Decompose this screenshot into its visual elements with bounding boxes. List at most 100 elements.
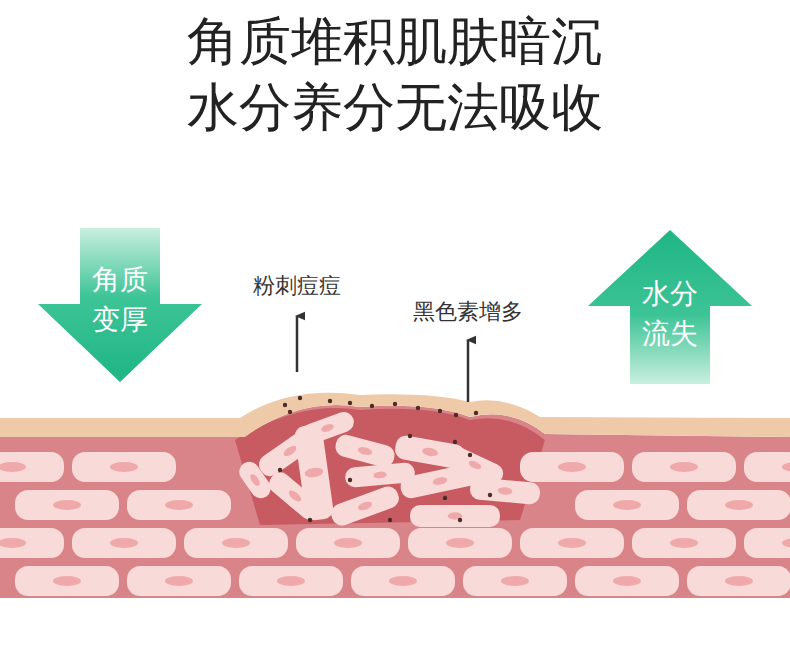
cell-nucleus — [421, 447, 438, 458]
cell-nucleus — [165, 576, 193, 586]
cell-nucleus — [501, 576, 529, 586]
skin-cell — [298, 409, 357, 447]
callout-label: 粉刺痘痘 — [251, 272, 343, 300]
cell-nucleus — [446, 538, 474, 548]
cell-nucleus — [248, 473, 261, 488]
skin-cell — [15, 566, 119, 596]
jumbled-cell — [328, 484, 401, 529]
jumbled-cell — [333, 433, 397, 470]
cell-nucleus — [222, 538, 250, 548]
skin-cell — [296, 528, 400, 558]
cell-nucleus — [468, 459, 483, 471]
skin-cell — [520, 452, 624, 482]
leader-arrow — [467, 340, 470, 402]
melanin-dot — [468, 453, 472, 457]
cell-nucleus — [110, 462, 138, 472]
skin-cell — [72, 528, 176, 558]
cell-nucleus — [725, 500, 753, 510]
skin-cell — [15, 490, 119, 520]
skin-cell — [463, 566, 567, 596]
down-arrow — [38, 228, 202, 382]
cell-nucleus — [0, 462, 26, 472]
melanin-dot — [454, 413, 458, 417]
melanin-dot — [370, 404, 374, 408]
melanin-dot — [348, 478, 352, 482]
melanin-dot — [298, 396, 302, 400]
skin-cell — [575, 566, 679, 596]
skin-cell — [0, 452, 64, 482]
skin-cell — [265, 468, 325, 523]
skin-cell — [744, 452, 790, 482]
skin-cell — [575, 490, 679, 520]
melanin-dot — [308, 518, 312, 522]
skin-cell — [744, 528, 790, 558]
skin-cell — [127, 566, 231, 596]
melanin-dot — [278, 468, 282, 472]
melanin-dot — [348, 401, 352, 405]
skin-cell — [328, 484, 401, 529]
skin-cell — [72, 452, 176, 482]
cell-rows — [0, 452, 790, 596]
stratum-corneum — [0, 393, 790, 437]
skin-cell — [333, 433, 397, 470]
cell-nucleus — [432, 476, 448, 486]
skin-cell — [410, 505, 500, 527]
jumbled-cell — [265, 468, 325, 523]
skin-cell — [632, 528, 736, 558]
cell-nucleus — [110, 538, 138, 548]
arrow-shape: 角质 变厚 — [38, 228, 202, 382]
up-arrow — [588, 230, 752, 384]
cell-nucleus — [373, 471, 387, 479]
skin-cell — [408, 528, 512, 558]
skin-cell — [239, 566, 343, 596]
cell-nucleus — [277, 576, 305, 586]
skin-cell — [632, 452, 736, 482]
skin-cell — [127, 490, 231, 520]
callout-label: 黑色素增多 — [411, 298, 525, 326]
melanin-dot — [488, 493, 492, 497]
cell-nucleus — [558, 538, 586, 548]
melanin-dot — [393, 402, 397, 406]
skin-cell — [687, 566, 790, 596]
cell-nucleus — [782, 538, 790, 548]
cell-nucleus — [670, 538, 698, 548]
skin-cell — [469, 477, 541, 505]
cell-nucleus — [497, 487, 512, 496]
jumbled-cells — [235, 409, 540, 528]
arrow-label: 角质 变厚 — [85, 260, 155, 340]
skin-cell — [687, 490, 790, 520]
jumbled-cell — [410, 505, 500, 527]
melanin-dot — [438, 409, 442, 413]
cell-nucleus — [782, 462, 790, 472]
jumbled-cell — [298, 409, 357, 447]
cell-nucleus — [53, 576, 81, 586]
cell-nucleus — [0, 538, 26, 548]
cell-nucleus — [53, 500, 81, 510]
cell-nucleus — [334, 538, 362, 548]
melanin-dot — [283, 403, 287, 407]
skin-cell — [0, 528, 64, 558]
skin-cell — [351, 566, 455, 596]
melanin-dot — [474, 411, 478, 415]
cell-nucleus — [282, 444, 298, 458]
melanin-dot — [408, 434, 412, 438]
cell-nucleus — [613, 500, 641, 510]
skin-cell — [520, 528, 624, 558]
melanin-dot — [458, 518, 462, 522]
cell-nucleus — [389, 576, 417, 586]
cell-nucleus — [357, 500, 373, 512]
melanin-dot — [328, 399, 332, 403]
melanin-dots — [278, 396, 492, 522]
melanin-dot — [416, 406, 420, 410]
melanin-dot — [453, 440, 457, 444]
cell-nucleus — [287, 488, 303, 503]
arrow-shape: 水分 流失 — [588, 230, 752, 384]
cell-nucleus — [670, 462, 698, 472]
leader-arrow — [296, 316, 299, 372]
melanin-dot — [288, 410, 292, 414]
cell-nucleus — [558, 462, 586, 472]
title-text: 角质堆积肌肤暗沉 水分养分无法吸收 — [175, 8, 615, 140]
skin-cell — [235, 458, 274, 502]
arrow-label: 水分 流失 — [635, 274, 705, 354]
melanin-dot — [388, 518, 392, 522]
